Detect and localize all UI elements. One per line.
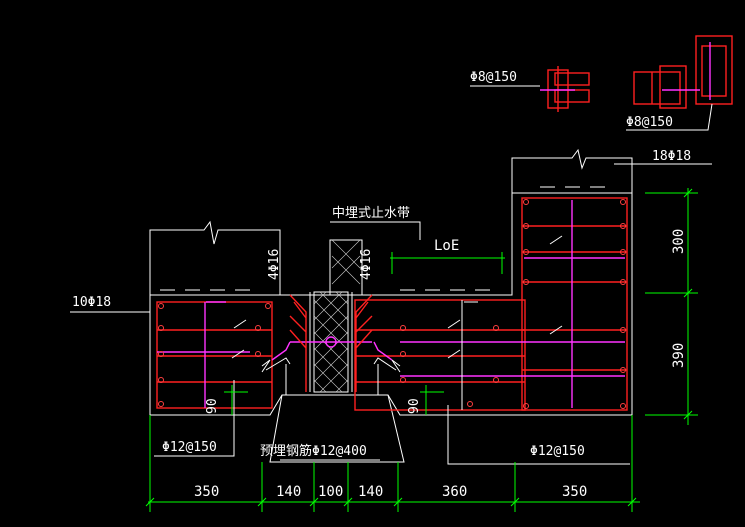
dim-bottom-5: 360	[442, 484, 467, 500]
label-left-main-bars: 10Φ18	[72, 295, 111, 310]
label-anchor-length: LoE	[434, 238, 459, 254]
label-bottom-left-stirrup: Φ12@150	[162, 440, 217, 455]
label-top-stirrup-left: Φ8@150	[470, 70, 517, 85]
label-vertical-bars-left: 4Φ16	[267, 249, 282, 280]
label-waterstop: 中埋式止水带	[332, 206, 410, 221]
waterstop-joint	[290, 239, 372, 393]
leader-lines	[70, 163, 712, 465]
dim-bottom-6: 350	[562, 484, 587, 500]
right-rebar-cage	[354, 197, 628, 411]
label-top-stirrup-right: Φ8@150	[626, 115, 673, 130]
label-hook-left: 90	[205, 398, 220, 414]
label-embedded-bars: 预埋钢筋Φ12@400	[260, 443, 367, 459]
dim-bottom-4: 140	[358, 484, 383, 500]
stirrup-detail-left	[470, 66, 590, 112]
dim-bottom-2: 140	[276, 484, 301, 500]
dimension-values: 350 140 100 140 360 350 300 390	[194, 229, 687, 500]
label-right-main-bars: 18Φ18	[652, 149, 691, 164]
dimension-lines	[145, 188, 698, 512]
left-rebar-cage	[156, 301, 273, 409]
dim-right-1: 300	[671, 229, 687, 254]
label-vertical-bars-right: 4Φ16	[359, 249, 374, 280]
label-hook-right: 90	[407, 398, 422, 414]
label-bottom-right-stirrup: Φ12@150	[530, 444, 585, 459]
drawing-labels: Φ8@150 Φ8@150 18Φ18 10Φ18 中埋式止水带 LoE 4Φ1…	[72, 70, 691, 459]
dim-bottom-3: 100	[318, 484, 343, 500]
stirrup-detail-right	[626, 35, 733, 131]
dim-bottom-1: 350	[194, 484, 219, 500]
dim-right-2: 390	[671, 343, 687, 368]
concrete-outline	[149, 148, 633, 463]
vertical-dowel-bars	[231, 235, 563, 410]
